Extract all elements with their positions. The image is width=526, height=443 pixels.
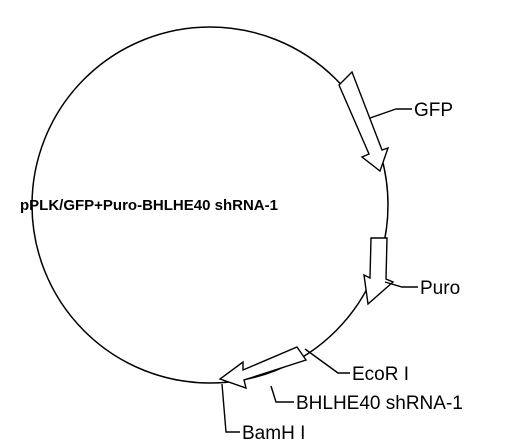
gfp-feature-arrow	[338, 70, 390, 173]
puro-leader-line	[384, 281, 418, 288]
gfp-label: GFP	[414, 100, 453, 121]
plasmid-backbone	[31, 26, 389, 384]
gfp-leader-line	[369, 108, 412, 119]
bamhi-label: BamH I	[242, 423, 305, 443]
bamhi-leader-line	[221, 383, 240, 433]
puro-label: Puro	[420, 278, 460, 299]
bhlhe40-label: BHLHE40 shRNA-1	[296, 393, 463, 414]
ecori-leader-line	[304, 348, 350, 374]
bhlhe40-leader-line	[270, 385, 294, 403]
plasmid-name: pPLK/GFP+Puro-BHLHE40 shRNA-1	[20, 197, 278, 214]
ecori-label: EcoR I	[352, 364, 409, 385]
bhlhe40-feature-arrow	[218, 346, 308, 390]
puro-feature-arrow	[363, 237, 395, 306]
